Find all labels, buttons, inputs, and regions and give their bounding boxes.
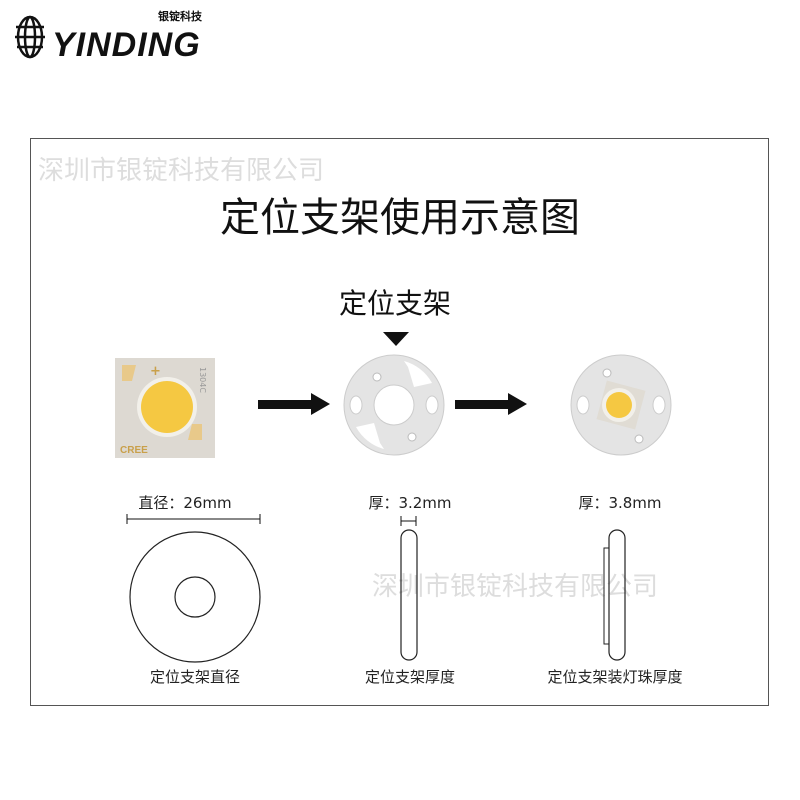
- thickness-dimension-line: [400, 516, 417, 526]
- thickness-with-led-label: 厚：3.8mm: [578, 494, 662, 512]
- cob-led-chip: + CREE 1304C: [115, 358, 215, 458]
- chip-plus-mark: +: [150, 364, 161, 379]
- positioning-holder: [343, 354, 445, 456]
- thickness-label: 厚：3.2mm: [368, 494, 452, 512]
- chip-brand: CREE: [120, 445, 148, 456]
- diameter-circle: [129, 531, 261, 663]
- logo: [12, 14, 52, 60]
- down-arrow-icon: [383, 332, 409, 346]
- watermark: 深圳市银锭科技有限公司: [372, 572, 659, 602]
- page-title: 定位支架使用示意图: [220, 195, 580, 241]
- globe-icon: [15, 15, 45, 59]
- watermark: 深圳市银锭科技有限公司: [38, 156, 325, 186]
- chip-code: 1304C: [198, 367, 207, 393]
- holder-with-led: [570, 354, 672, 456]
- caption-thickness: 定位支架厚度: [364, 668, 455, 686]
- logo-wordmark: YINDING: [52, 26, 201, 64]
- caption-thickness-with-led: 定位支架装灯珠厚度: [547, 668, 683, 686]
- holder-label: 定位支架: [338, 287, 451, 320]
- diagram-frame: [30, 138, 769, 706]
- holder-with-led-side-view: [603, 529, 626, 661]
- right-arrow-icon: [455, 393, 527, 415]
- logo-chinese: 银锭科技: [158, 10, 202, 23]
- right-arrow-icon: [258, 393, 330, 415]
- holder-side-view: [400, 529, 418, 661]
- diameter-dimension-line: [126, 514, 261, 524]
- diameter-label: 直径：26mm: [138, 494, 232, 512]
- caption-diameter: 定位支架直径: [149, 668, 240, 686]
